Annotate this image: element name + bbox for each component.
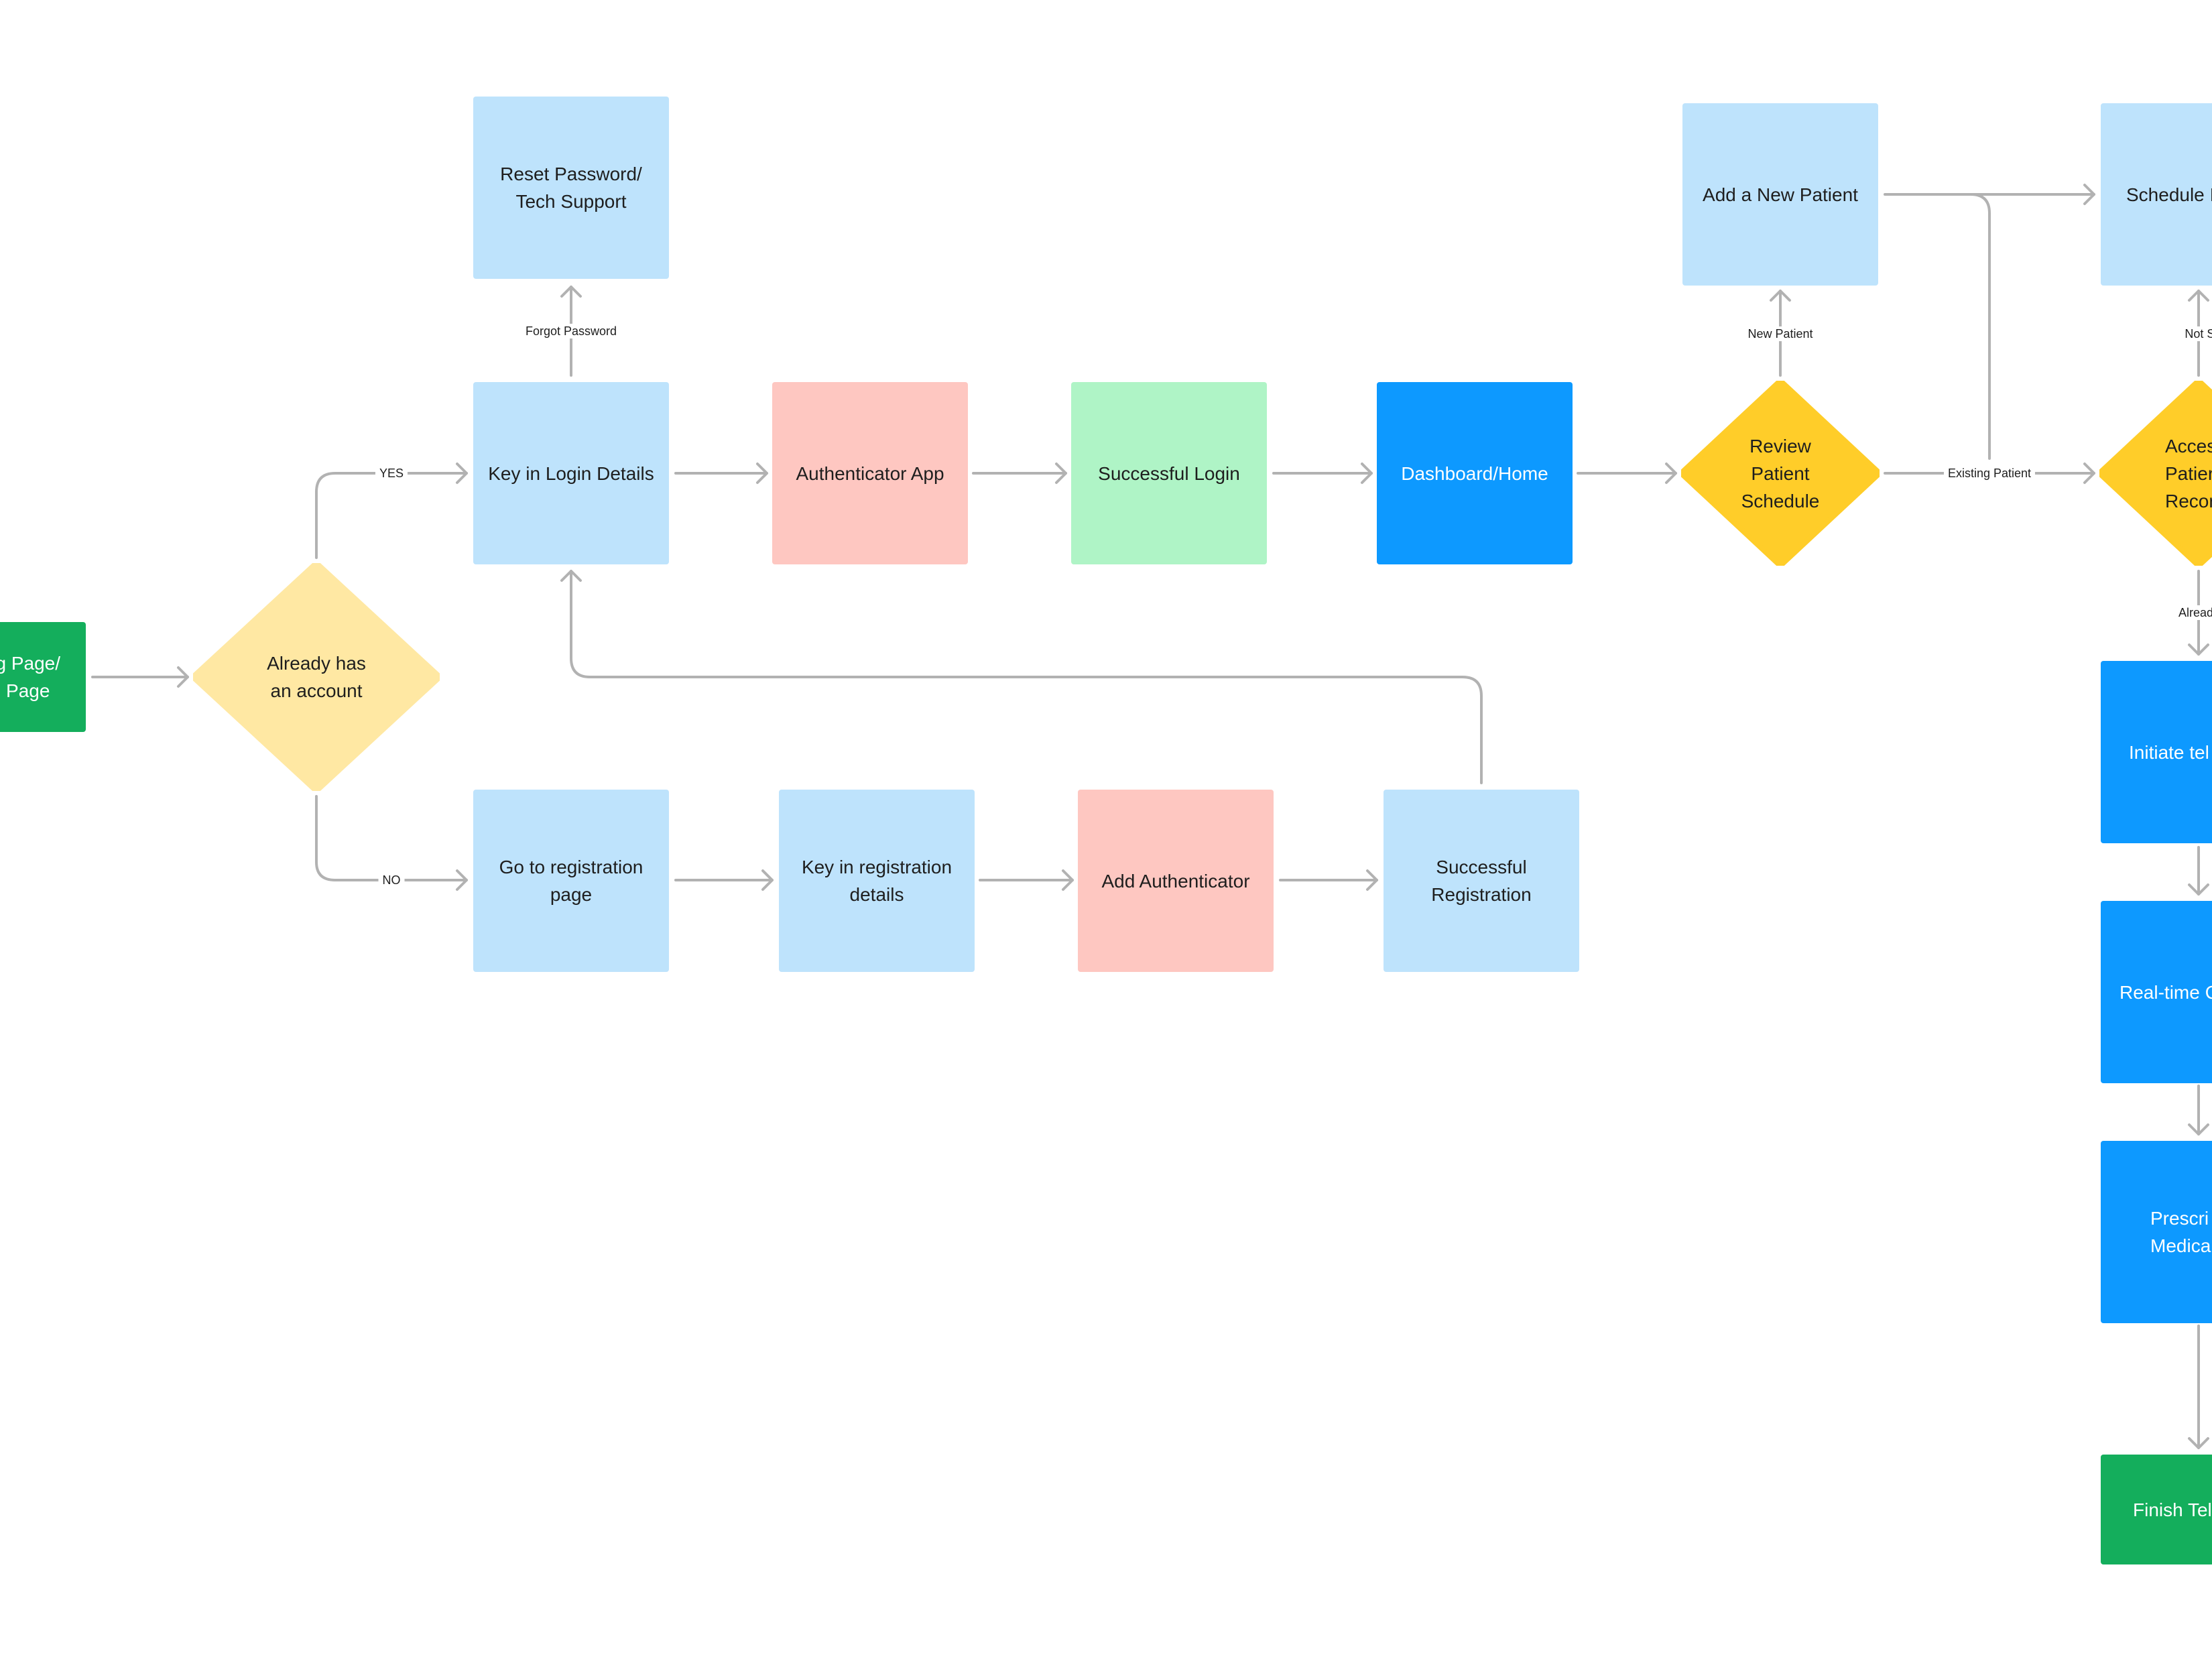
node-landing-page[interactable]: g Page/ Page: [0, 622, 86, 732]
connector-login-to-auth: [674, 463, 768, 484]
node-key-login-details[interactable]: Key in Login Details: [473, 382, 669, 564]
node-finish-telehealth[interactable]: Finish Tel: [2101, 1455, 2212, 1564]
edge-label-forgot-password: Forgot Password: [521, 324, 621, 339]
diamond-shape: [2099, 381, 2212, 566]
edge-label-not-scheduled: Not Schec: [2180, 326, 2212, 341]
connector-existing-patient: [1884, 193, 2095, 484]
connector-landing-to-decision: [91, 666, 189, 688]
node-reset-password[interactable]: Reset Password/ Tech Support: [473, 97, 669, 279]
node-realtime-consultation[interactable]: Real-time C: [2101, 901, 2212, 1083]
edge-label-existing-patient: Existing Patient: [1943, 466, 2036, 481]
edge-label-already-scheduled: Already Sch: [2174, 605, 2212, 620]
node-decision-review-schedule[interactable]: Review Patient Schedule: [1681, 381, 1880, 566]
connector-reg-3: [1279, 869, 1378, 891]
edge-label-no: NO: [378, 873, 405, 887]
connector-no: [315, 795, 468, 891]
node-authenticator-app[interactable]: Authenticator App: [772, 382, 968, 564]
node-add-authenticator[interactable]: Add Authenticator: [1078, 790, 1274, 972]
node-add-new-patient[interactable]: Add a New Patient: [1682, 103, 1878, 286]
connector-success-to-dashboard: [1272, 463, 1373, 484]
node-schedule[interactable]: Schedule I: [2101, 103, 2212, 286]
node-initiate-telehealth[interactable]: Initiate tel: [2101, 661, 2212, 843]
connector-dashboard-to-review: [1577, 463, 1677, 484]
node-successful-login[interactable]: Successful Login: [1071, 382, 1267, 564]
node-successful-registration[interactable]: Successful Registration: [1384, 790, 1579, 972]
connector-yes: [315, 463, 468, 559]
connector-reg-1: [674, 869, 774, 891]
node-decision-already-has-account[interactable]: Already has an account: [193, 563, 440, 791]
diamond-shape: [1681, 381, 1880, 566]
connector-prescribe-to-finish: [2188, 1325, 2209, 1449]
connector-initiate-to-realtime: [2188, 846, 2209, 896]
connector-add-to-schedule: [1884, 184, 2095, 205]
node-go-to-registration[interactable]: Go to registration page: [473, 790, 669, 972]
node-key-registration-details[interactable]: Key in registration details: [779, 790, 975, 972]
connector-reg-2: [979, 869, 1074, 891]
node-dashboard-home[interactable]: Dashboard/Home: [1377, 382, 1573, 564]
edge-label-new-patient: New Patient: [1743, 326, 1817, 341]
diamond-shape: [193, 563, 440, 791]
edge-label-yes: YES: [375, 466, 408, 481]
node-prescribe-medication[interactable]: Prescri Medica: [2101, 1141, 2212, 1323]
node-decision-access-records[interactable]: Acces Patier Recor: [2099, 381, 2212, 566]
connector-realtime-to-prescribe: [2188, 1085, 2209, 1135]
connector-registration-to-login: [560, 570, 1483, 784]
connector-auth-to-success: [972, 463, 1067, 484]
